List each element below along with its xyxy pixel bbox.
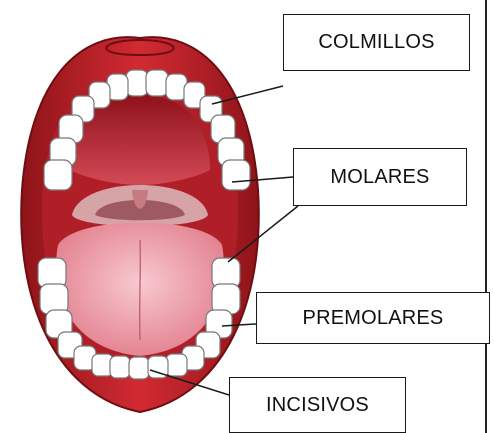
label-molares-text: MOLARES [330, 166, 429, 189]
label-premolares: PREMOLARES [256, 292, 490, 344]
tongue-groove [140, 240, 141, 340]
label-premolares-text: PREMOLARES [303, 307, 444, 330]
label-colmillos-text: COLMILLOS [318, 31, 434, 54]
label-incisivos: INCISIVOS [229, 377, 406, 433]
label-molares: MOLARES [293, 148, 467, 206]
label-incisivos-text: INCISIVOS [266, 394, 369, 417]
label-colmillos: COLMILLOS [283, 14, 470, 71]
page-edge-line [485, 0, 487, 433]
